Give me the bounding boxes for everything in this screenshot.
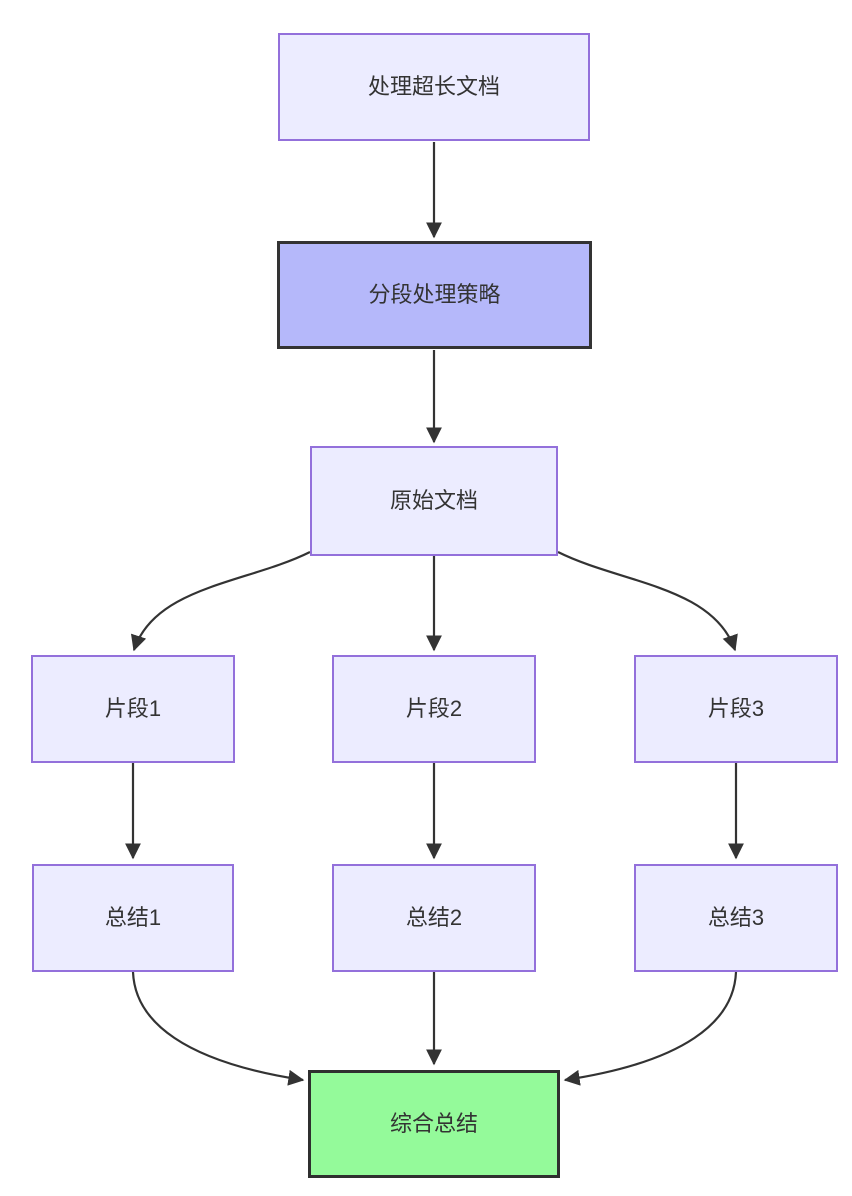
- node-label: 总结1: [104, 904, 162, 930]
- node-label: 综合总结: [389, 1110, 478, 1136]
- node-fragment1: 片段1: [31, 655, 235, 763]
- node-summary2: 总结2: [332, 864, 536, 972]
- node-label: 总结2: [405, 904, 463, 930]
- node-strategy: 分段处理策略: [277, 241, 592, 349]
- node-final-summary: 综合总结: [308, 1070, 560, 1178]
- node-fragment3: 片段3: [634, 655, 838, 763]
- node-label: 原始文档: [389, 487, 478, 513]
- node-label: 片段2: [405, 695, 463, 721]
- node-label: 片段3: [707, 695, 765, 721]
- node-label: 片段1: [104, 695, 162, 721]
- edge-original-to-fragment1: [130, 551, 311, 652]
- node-label: 处理超长文档: [367, 73, 500, 99]
- edge-summary1-to-final: [131, 971, 305, 1086]
- node-label: 分段处理策略: [368, 281, 501, 307]
- edge-summary3-to-final: [563, 971, 738, 1086]
- node-label: 总结3: [707, 904, 765, 930]
- node-summary1: 总结1: [32, 864, 234, 972]
- node-original-doc: 原始文档: [310, 446, 558, 556]
- node-summary3: 总结3: [634, 864, 838, 972]
- node-process-long-doc: 处理超长文档: [278, 33, 590, 141]
- edge-original-to-fragment3: [557, 551, 738, 652]
- node-fragment2: 片段2: [332, 655, 536, 763]
